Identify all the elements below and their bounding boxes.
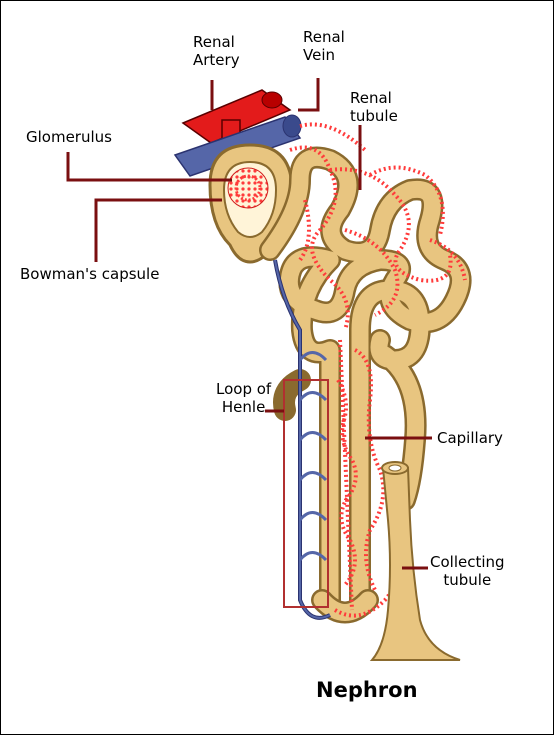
bowmans-capsule-label: Bowman's capsule (20, 265, 159, 283)
collecting-tubule-label-line2: tubule (430, 571, 505, 589)
collecting-tubule-label-line1: Collecting (430, 553, 505, 571)
bowmans-capsule-leader (96, 200, 222, 262)
renal-tubule-label-line2: tubule (350, 107, 398, 125)
loop-of-henle-label: Loop of Henle (216, 380, 271, 416)
loop-of-henle-label-line1: Loop of (216, 380, 271, 398)
loop-of-henle-label-line2: Henle (216, 398, 271, 416)
renal-artery-label: Renal Artery (193, 33, 240, 69)
renal-artery-label-line2: Artery (193, 51, 240, 69)
renal-tubule-label-line1: Renal (350, 89, 398, 107)
diagram-title: Nephron (316, 678, 418, 702)
renal-vein-label-line1: Renal (303, 28, 345, 46)
renal-artery-label-line1: Renal (193, 33, 240, 51)
glomerulus-label: Glomerulus (26, 128, 112, 146)
glomerulus (228, 168, 268, 208)
renal-tubule-label: Renal tubule (350, 89, 398, 125)
renal-vein-label: Renal Vein (303, 28, 345, 64)
collecting-tubule-label: Collecting tubule (430, 553, 505, 589)
renal-vein-label-line2: Vein (303, 46, 345, 64)
renal-vein-leader (298, 78, 318, 110)
capillary-label: Capillary (437, 429, 503, 447)
